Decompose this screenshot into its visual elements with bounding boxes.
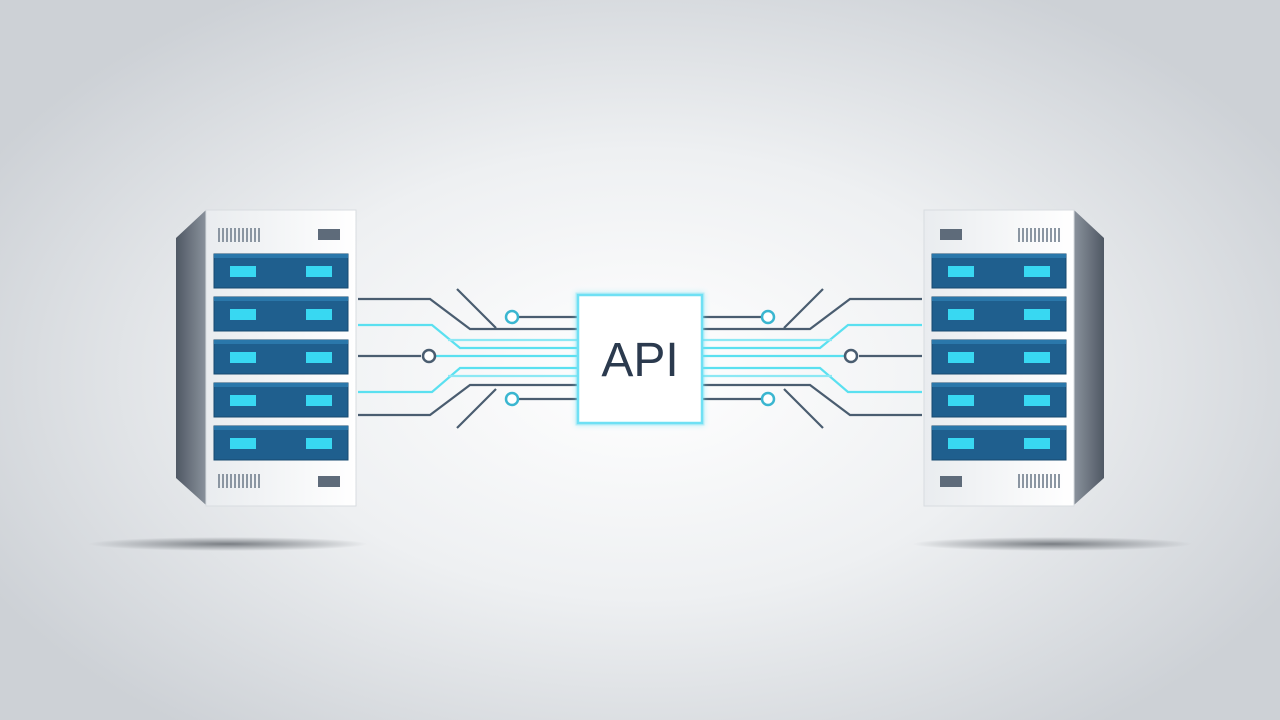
trace-terminal xyxy=(760,391,776,407)
drive-led xyxy=(948,266,974,277)
left-server-vent-bottom xyxy=(218,474,260,488)
drive-bay xyxy=(931,425,1067,461)
drive-led xyxy=(230,352,256,363)
left-server-side-panel xyxy=(176,210,206,505)
trace xyxy=(358,383,578,417)
trace xyxy=(358,366,578,394)
drive-led xyxy=(230,309,256,320)
trace xyxy=(783,388,824,429)
api-label: API xyxy=(601,334,678,387)
drive-led xyxy=(948,352,974,363)
drive-led xyxy=(948,309,974,320)
drive-led xyxy=(306,266,332,277)
drive-led xyxy=(306,352,332,363)
drive-bay xyxy=(213,253,349,289)
right-server-shadow xyxy=(912,537,1192,551)
trace xyxy=(358,323,578,350)
trace xyxy=(783,288,824,329)
right-server-indicator-bottom xyxy=(940,476,962,487)
api-chip-box xyxy=(576,293,704,425)
drive-bay xyxy=(213,382,349,418)
api-chip: API xyxy=(575,292,705,426)
drive-bay xyxy=(213,296,349,332)
trace xyxy=(702,297,922,331)
right-server-vent-top xyxy=(1018,228,1060,242)
left-server-shadow xyxy=(88,537,368,551)
left-server-vent-top xyxy=(218,228,260,242)
drive-led xyxy=(1024,438,1050,449)
trace xyxy=(702,323,922,350)
drive-led xyxy=(230,438,256,449)
right-server-icon xyxy=(923,209,1104,507)
drive-bay xyxy=(931,296,1067,332)
right-circuit-traces xyxy=(702,288,922,429)
trace-terminal xyxy=(504,391,520,407)
drive-led xyxy=(1024,395,1050,406)
right-server-indicator-top xyxy=(940,229,962,240)
drive-led xyxy=(1024,266,1050,277)
drive-led xyxy=(1024,352,1050,363)
left-server-indicator-bottom xyxy=(318,476,340,487)
trace xyxy=(456,288,497,329)
drive-led xyxy=(948,395,974,406)
left-server-indicator-top xyxy=(318,229,340,240)
left-server-icon xyxy=(176,209,357,507)
drive-led xyxy=(306,395,332,406)
drive-bay xyxy=(213,339,349,375)
trace xyxy=(702,366,922,394)
drive-led xyxy=(306,309,332,320)
right-server-side-panel xyxy=(1074,210,1104,505)
drive-led xyxy=(306,438,332,449)
drive-led xyxy=(1024,309,1050,320)
drive-bay xyxy=(931,382,1067,418)
trace-terminal xyxy=(421,348,437,364)
trace-terminal xyxy=(843,348,859,364)
trace xyxy=(702,383,922,417)
trace xyxy=(358,297,578,331)
drive-bay xyxy=(931,339,1067,375)
trace-terminal xyxy=(504,309,520,325)
right-server-vent-bottom xyxy=(1018,474,1060,488)
left-circuit-traces xyxy=(358,288,578,429)
drive-led xyxy=(230,266,256,277)
drive-bay xyxy=(931,253,1067,289)
drive-led xyxy=(948,438,974,449)
trace-terminal xyxy=(760,309,776,325)
drive-bay xyxy=(213,425,349,461)
drive-led xyxy=(230,395,256,406)
trace xyxy=(456,388,497,429)
